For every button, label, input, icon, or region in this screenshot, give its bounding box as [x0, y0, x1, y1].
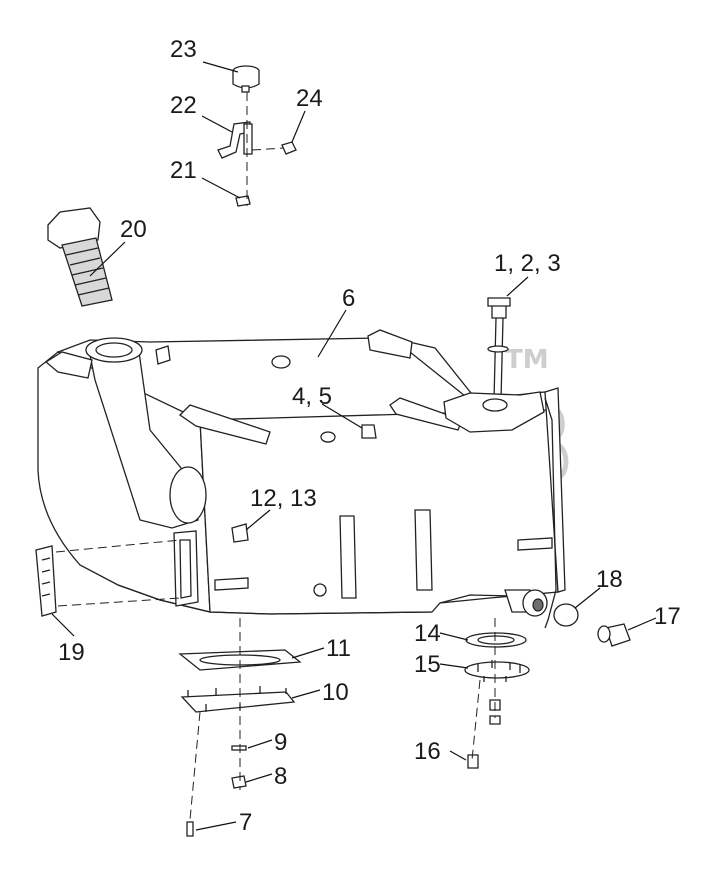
- callout-23: 23: [170, 36, 197, 63]
- leader-lines: [51, 61, 657, 831]
- callout-14: 14: [414, 620, 441, 647]
- bolt-24: [281, 141, 297, 155]
- callout-20: 20: [120, 216, 147, 243]
- bolt-16: [467, 754, 479, 769]
- nut-8: [231, 775, 247, 789]
- callout-16: 16: [414, 738, 441, 765]
- callout-17: 17: [654, 603, 681, 630]
- washer-9: [231, 745, 247, 751]
- front-straps: [214, 509, 553, 599]
- callout-24: 24: [296, 85, 323, 112]
- fastener-15c: [489, 715, 501, 725]
- cap-23: [232, 65, 260, 93]
- top-fittings: [155, 345, 377, 443]
- callout-10: 10: [322, 679, 349, 706]
- gauge-bar-19: [35, 539, 181, 617]
- filler-cap-20: [47, 207, 113, 307]
- gasket-14: [465, 632, 527, 648]
- flange-15: [464, 660, 530, 682]
- callout-12-13: 12, 13: [250, 485, 317, 512]
- callout-7: 7: [239, 809, 252, 836]
- plug-17: [597, 623, 631, 647]
- bracket-22: [217, 121, 253, 159]
- plate-10: [180, 686, 296, 713]
- sight-gauge: [173, 530, 199, 607]
- bolt-7: [186, 821, 194, 837]
- oring-18: [553, 603, 579, 627]
- callout-18: 18: [596, 566, 623, 593]
- callout-6: 6: [342, 285, 355, 312]
- filler-neck: [85, 337, 207, 529]
- callout-22: 22: [170, 92, 197, 119]
- assembly-line-bottom-left: [189, 618, 241, 821]
- callout-21: 21: [170, 157, 197, 184]
- assembly-line-bottom-right: [471, 618, 496, 761]
- callouts: 1, 2, 3 4, 5 6 7 8 9 10 11 12, 13 14 15 …: [58, 36, 681, 836]
- clamp: [231, 523, 249, 543]
- callout-4-5: 4, 5: [292, 383, 332, 410]
- callout-11: 11: [326, 635, 351, 662]
- callout-15: 15: [414, 651, 441, 678]
- fuel-sender-assembly: [443, 297, 545, 433]
- callout-9: 9: [274, 729, 287, 756]
- drain-outlet: [504, 589, 548, 617]
- assembly-line-top: [246, 92, 285, 206]
- callout-19: 19: [58, 639, 85, 666]
- callout-1-2-3: 1, 2, 3: [494, 250, 561, 277]
- callout-8: 8: [274, 763, 287, 790]
- fuel-tank-body: [37, 337, 566, 615]
- watermark-tm: TM: [505, 345, 549, 375]
